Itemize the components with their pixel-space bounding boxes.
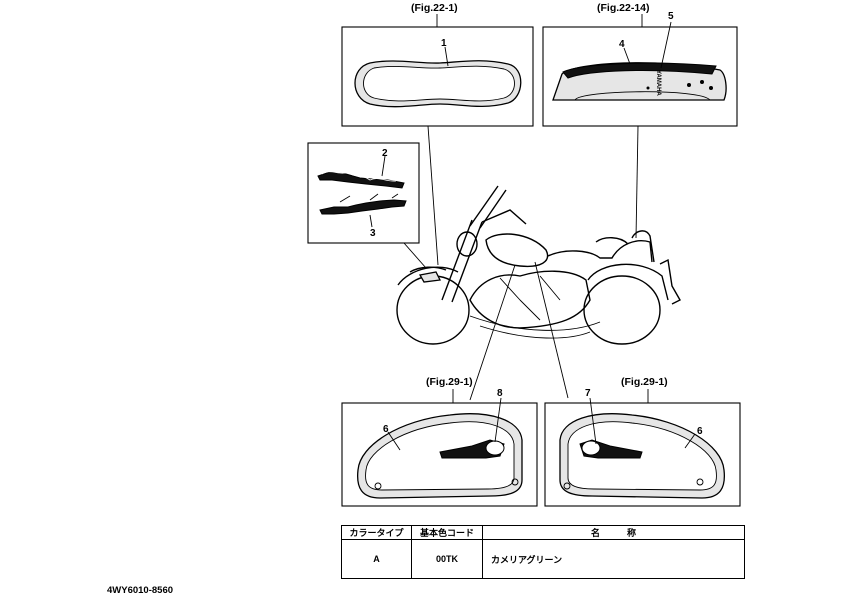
callout-5: 5: [668, 11, 674, 22]
document-code: 4WY6010-8560: [107, 585, 174, 596]
fig-ref-29-1-right: (Fig.29-1): [621, 376, 668, 388]
callout-1: 1: [441, 38, 447, 49]
callout-4: 4: [619, 39, 625, 50]
fig-ref-29-1-left: (Fig.29-1): [426, 376, 473, 388]
callout-3: 3: [370, 228, 376, 239]
detail-box-fig29-1-right: (Fig.29-1) 6 7: [544, 376, 741, 507]
callout-6-left: 6: [383, 424, 389, 435]
callout-6-right: 6: [697, 426, 703, 437]
callout-8: 8: [497, 388, 503, 399]
fig-ref-22-1: (Fig.22-1): [411, 2, 458, 14]
seat-brand-text: YAMAHA: [655, 70, 661, 96]
leader-lines: [403, 125, 639, 401]
detail-box-fig22-1: (Fig.22-1) 1: [341, 2, 534, 127]
fig-ref-22-14: (Fig.22-14): [597, 2, 650, 14]
callout-7: 7: [585, 388, 591, 399]
cell-color-type: A: [341, 539, 412, 579]
table-row: A 00TK カメリアグリーン: [341, 539, 745, 579]
color-table: カラータイプ 基本色コード 名 称 A 00TK カメリアグリーン: [341, 525, 745, 579]
header-color-type: カラータイプ: [341, 525, 412, 540]
callout-2: 2: [382, 148, 388, 159]
color-table-header-row: カラータイプ 基本色コード 名 称: [341, 525, 745, 540]
cell-color-code: 00TK: [411, 539, 483, 579]
detail-box-fig29-1-left: (Fig.29-1) 6 8: [341, 376, 538, 507]
header-name: 名 称: [482, 525, 745, 540]
cell-color-name: カメリアグリーン: [482, 539, 745, 579]
detail-box-fig22-14: (Fig.22-14) YAMAHA 4 5: [542, 2, 738, 127]
motorcycle-outline: [396, 185, 681, 345]
header-base-color-code: 基本色コード: [411, 525, 483, 540]
detail-box-emblems: 2 3: [307, 142, 420, 244]
